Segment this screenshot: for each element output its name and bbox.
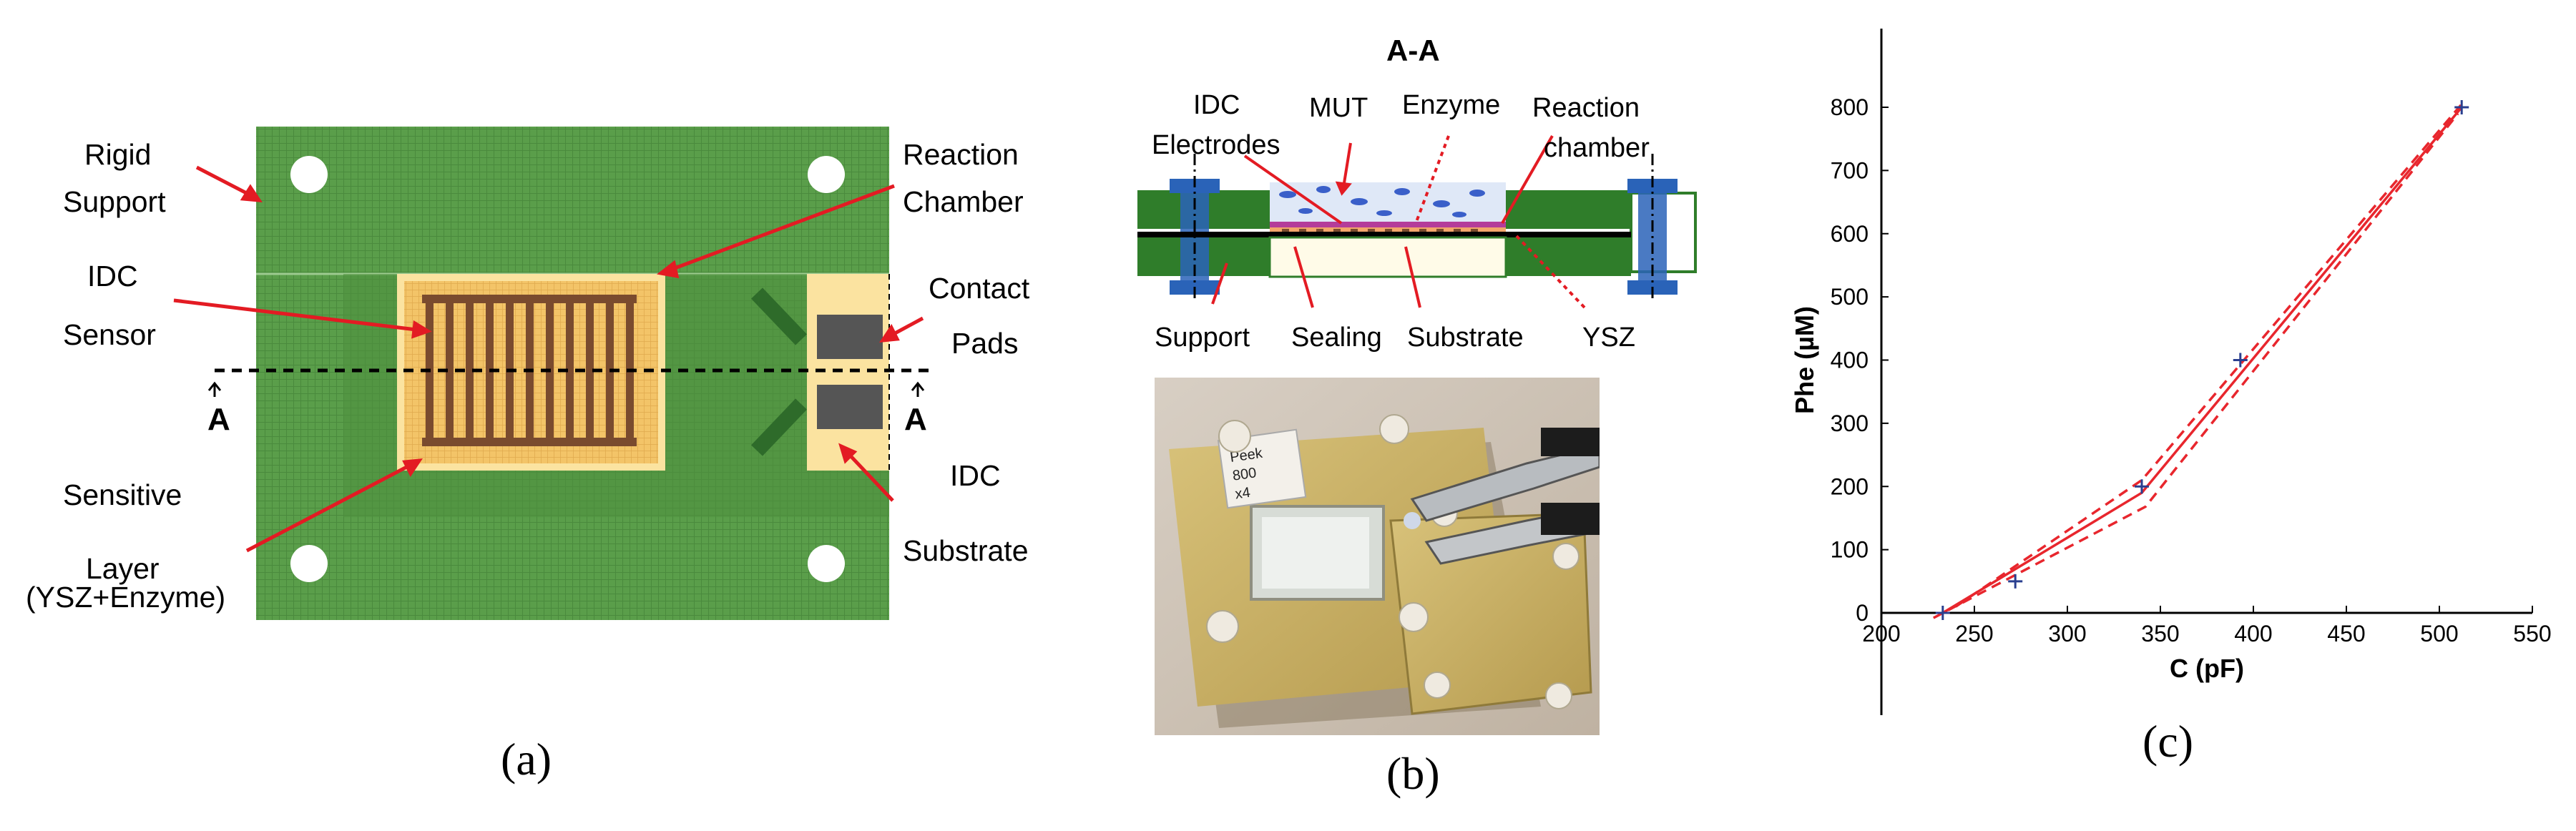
upper-confidence-band (1955, 103, 2463, 608)
sticker-line-3: x4 (1234, 485, 1251, 503)
label-chamber-b: chamber (1544, 133, 1650, 163)
caption-b: (b) (1386, 748, 1440, 799)
label-pads: Pads (951, 327, 1019, 360)
label-substrate: Substrate (903, 534, 1029, 567)
mount-hole (290, 545, 328, 582)
y-tick-label: 0 (1856, 600, 1869, 626)
label-chamber: Chamber (903, 185, 1024, 218)
y-axis-label: Phe (µM) (1790, 306, 1819, 414)
section-title: A-A (1386, 34, 1440, 67)
mount-hole (808, 156, 845, 193)
x-tick-label: 200 (1862, 621, 1900, 646)
contact-pad (817, 385, 883, 429)
label-rigid: Rigid (84, 138, 152, 171)
label-support-b: Support (1155, 323, 1250, 353)
black-sealing-line (1137, 232, 1631, 237)
y-tick-label: 700 (1831, 157, 1869, 183)
fit-line (1941, 106, 2463, 614)
label-support: Support (63, 185, 166, 218)
sensor-layout-drawing (173, 127, 936, 620)
alligator-clips (1404, 428, 1600, 565)
label-a-left: A (207, 402, 230, 437)
device-photo: Peek 800 x4 (1155, 378, 1600, 735)
label-ysz: YSZ (1582, 323, 1635, 353)
y-tick-label: 100 (1831, 537, 1869, 563)
caption-a: (a) (501, 734, 552, 785)
panel-b: A-A (1116, 0, 1731, 831)
lower-confidence-band (1932, 112, 2459, 619)
label-a-right: A (904, 402, 927, 437)
cross-section-diagram (1137, 135, 1697, 309)
data-point (2233, 353, 2248, 368)
y-tick-label: 600 (1831, 221, 1869, 247)
y-tick-label: 400 (1831, 348, 1869, 373)
data-point (1935, 606, 1950, 620)
panel-c: 200 250 300 350 400 450 500 550 0 100 200 300 400 500… (1788, 0, 2576, 831)
label-contact: Contact (929, 272, 1030, 305)
contact-pad (817, 315, 883, 359)
y-tick-label: 200 (1831, 473, 1869, 499)
label-reaction-b: Reaction (1532, 93, 1640, 123)
label-ysz-enzyme: (YSZ+Enzyme) (26, 581, 226, 614)
label-sensitive: Sensitive (63, 478, 182, 511)
mount-hole (808, 545, 845, 582)
data-point (2008, 574, 2023, 589)
enzyme-layer (1270, 222, 1506, 227)
x-tick-label: 350 (2141, 621, 2179, 646)
label-idc-b: IDC (1193, 90, 1240, 120)
x-tick-label: 500 (2420, 621, 2458, 646)
data-point (2454, 100, 2469, 114)
y-tick-label: 300 (1831, 410, 1869, 436)
calibration-chart: 200 250 300 350 400 450 500 550 0 100 200 300 400 500… (1790, 29, 2552, 715)
y-tick-label: 500 (1831, 284, 1869, 310)
label-substrate-b: Substrate (1407, 323, 1524, 353)
x-axis-label: C (pF) (2170, 654, 2244, 683)
sticker-line-2: 800 (1232, 465, 1258, 483)
y-tick-label: 800 (1831, 94, 1869, 120)
caption-c: (c) (2142, 716, 2194, 767)
label-reaction: Reaction (903, 138, 1019, 171)
x-tick-label: 250 (1955, 621, 1993, 646)
x-tick-label: 400 (2234, 621, 2272, 646)
label-sensor: Sensor (63, 318, 156, 351)
label-sealing: Sealing (1291, 323, 1382, 353)
label-electrodes: Electrodes (1152, 130, 1280, 160)
x-tick-label: 450 (2327, 621, 2365, 646)
label-idc-substrate-1: IDC (950, 459, 1001, 492)
substrate-layer (1268, 236, 1507, 278)
data-point (2135, 479, 2149, 494)
mut-layer (1270, 182, 1506, 222)
label-layer: Layer (86, 552, 160, 585)
label-enzyme: Enzyme (1402, 90, 1501, 120)
panel-a: Rigid Support IDC Sensor A Sensitive Lay… (0, 0, 1073, 831)
label-mut: MUT (1309, 93, 1368, 123)
x-tick-label: 550 (2513, 621, 2551, 646)
x-tick-label: 300 (2048, 621, 2086, 646)
label-idc: IDC (87, 260, 138, 292)
mount-hole (290, 156, 328, 193)
